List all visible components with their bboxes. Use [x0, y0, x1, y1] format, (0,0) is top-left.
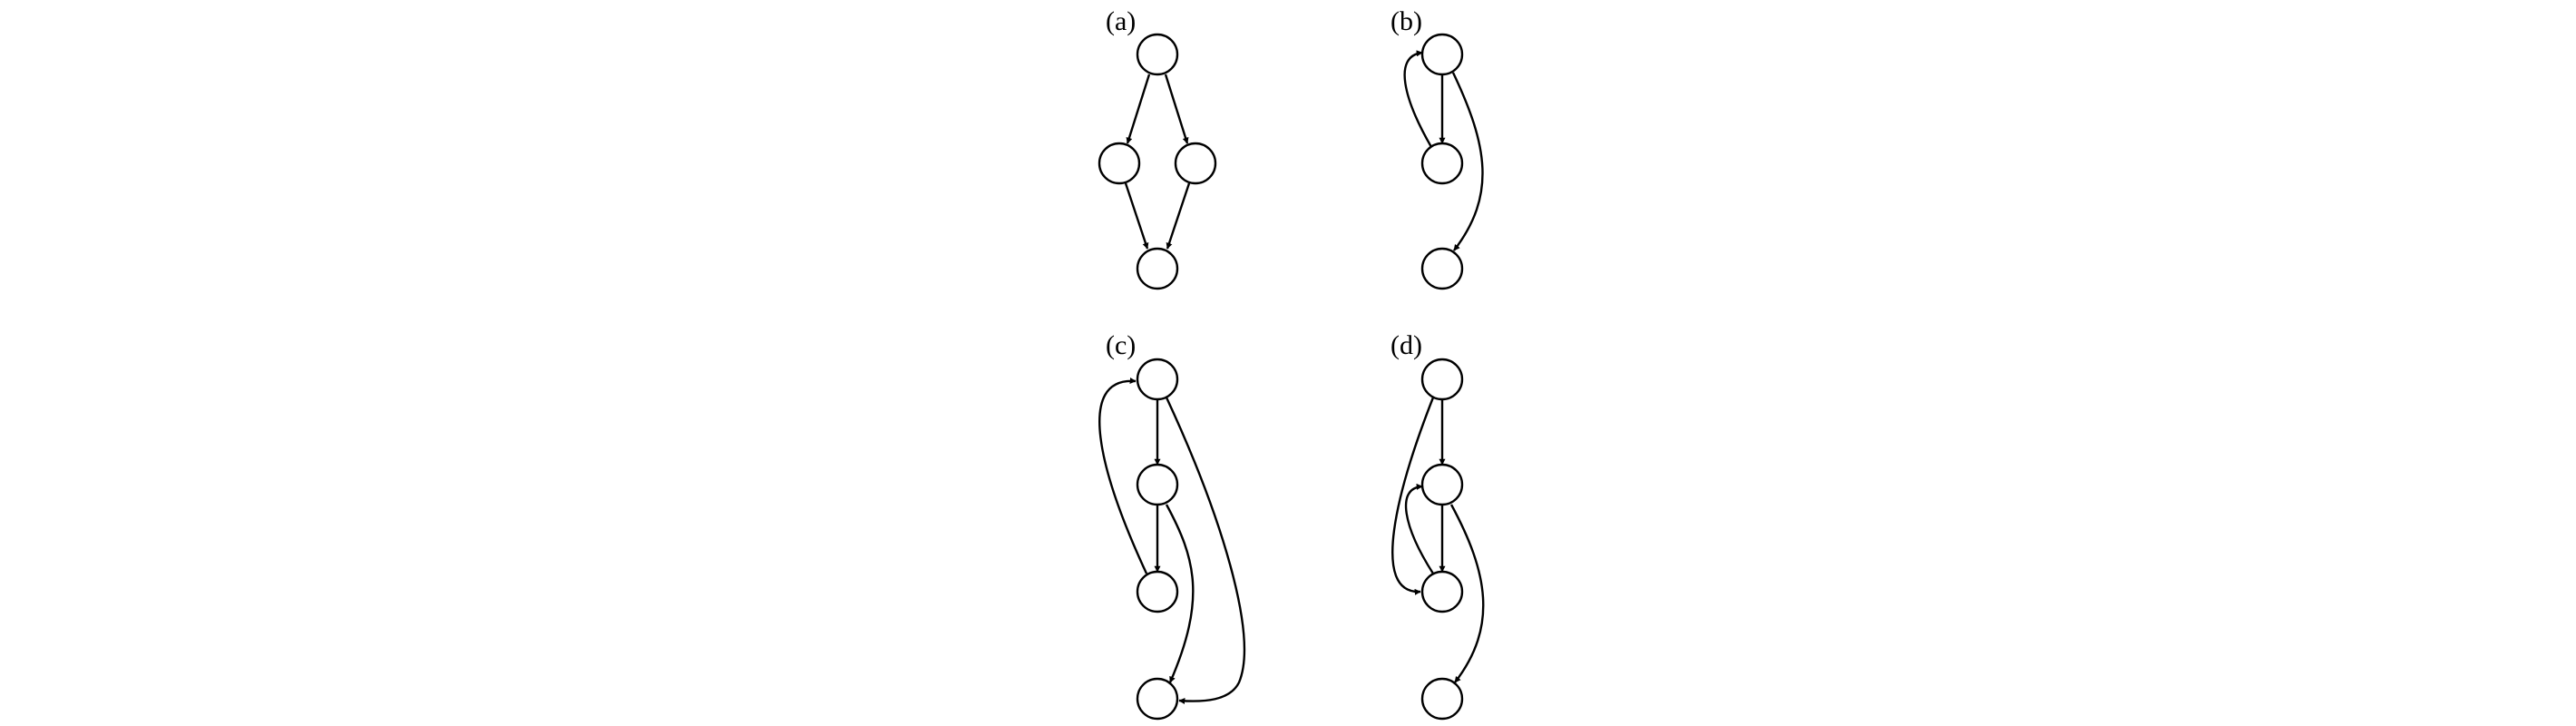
edge-a-right-bottom: [1166, 182, 1191, 250]
edge-c-top-bottom: [1165, 397, 1245, 704]
node-a-right: [1174, 142, 1217, 185]
edge-d-third-second-loop: [1404, 483, 1435, 574]
edge-c-third-top-loop: [1098, 378, 1148, 574]
edge-d-second-bottom: [1449, 504, 1485, 683]
node-b-bottom: [1420, 247, 1464, 290]
edge-c-second-bottom: [1165, 504, 1195, 683]
node-c-third: [1136, 570, 1179, 613]
node-b-middle: [1420, 142, 1464, 185]
node-d-second: [1420, 463, 1464, 506]
edge-b-middle-top-loop: [1403, 50, 1433, 148]
panel-b: (b): [1390, 6, 1484, 290]
edge-a-top-left: [1126, 74, 1151, 144]
node-d-bottom: [1420, 677, 1464, 721]
panel-d-label: (d): [1390, 330, 1422, 360]
node-d-third: [1420, 570, 1464, 613]
node-b-top: [1420, 33, 1464, 76]
edge-b-top-bottom: [1451, 72, 1484, 251]
node-c-bottom: [1136, 677, 1179, 721]
node-a-top: [1136, 33, 1179, 76]
node-c-top: [1136, 358, 1179, 401]
edge-a-left-bottom: [1124, 182, 1149, 250]
edge-a-top-right: [1164, 74, 1189, 144]
node-a-left: [1098, 142, 1141, 185]
panel-c: (c): [1098, 330, 1245, 721]
panel-a-label: (a): [1106, 6, 1136, 36]
panel-b-label: (b): [1390, 6, 1422, 36]
edge-d-top-third: [1391, 397, 1435, 595]
node-d-top: [1420, 358, 1464, 401]
panel-c-label: (c): [1106, 330, 1136, 360]
node-a-bottom: [1136, 247, 1179, 290]
panel-d: (d): [1390, 330, 1485, 721]
panel-a: (a): [1098, 6, 1217, 290]
node-c-second: [1136, 463, 1179, 506]
